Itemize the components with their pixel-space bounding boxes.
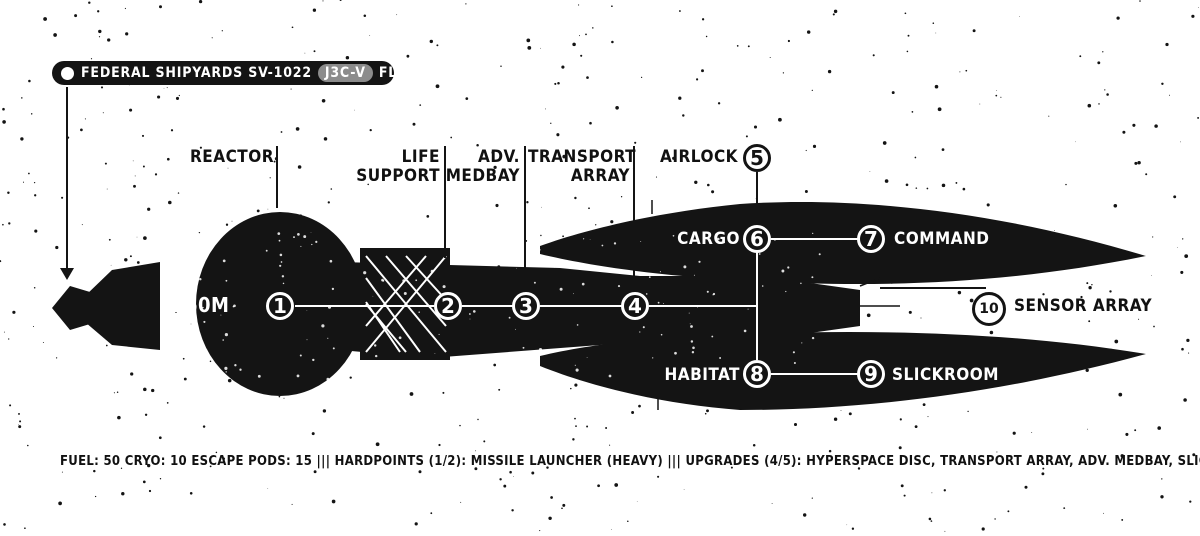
shipyard-name: FEDERAL SHIPYARDS SV-1022 xyxy=(81,65,312,81)
module-node-4: 4 xyxy=(621,292,649,320)
label-cargo: CARGO xyxy=(677,229,740,249)
ship-class: FLAGSHIP xyxy=(378,65,456,81)
module-node-7: 7 xyxy=(857,225,885,253)
callout-lines xyxy=(66,87,986,289)
module-node-10: 10 xyxy=(972,292,1006,326)
model-code: J3C-V xyxy=(317,64,373,82)
module-node-9: 9 xyxy=(857,360,885,388)
ship-stats-footer: FUEL: 50 CRYO: 10 ESCAPE PODS: 15 ||| HA… xyxy=(60,454,1200,469)
label-sensor-array: SENSOR ARRAY xyxy=(1014,296,1153,316)
label-airlock: AIRLOCK xyxy=(660,147,739,167)
module-node-3: 3 xyxy=(512,292,540,320)
label-command: COMMAND xyxy=(894,229,990,249)
module-node-2: 2 xyxy=(434,292,462,320)
truss-lattice xyxy=(365,255,447,353)
label-slickroom: SLICKROOM xyxy=(892,365,1000,385)
ship-title-badge: FEDERAL SHIPYARDS SV-1022 J3C-V FLAGSHIP xyxy=(52,61,455,85)
antenna-lines xyxy=(651,200,900,410)
module-node-6: 6 xyxy=(743,225,771,253)
label-habitat: HABITAT xyxy=(664,365,740,385)
label-adv-medbay: ADV.MEDBAY xyxy=(445,147,520,186)
ship-length: 260M xyxy=(172,293,230,317)
label-reactor: REACTOR xyxy=(190,147,275,167)
header-arrow xyxy=(60,268,74,280)
module-node-8: 8 xyxy=(743,360,771,388)
module-node-5: 5 xyxy=(743,144,771,172)
bullet-icon xyxy=(61,66,74,80)
connector-lines xyxy=(295,238,858,375)
module-node-1: 1 xyxy=(266,292,294,320)
